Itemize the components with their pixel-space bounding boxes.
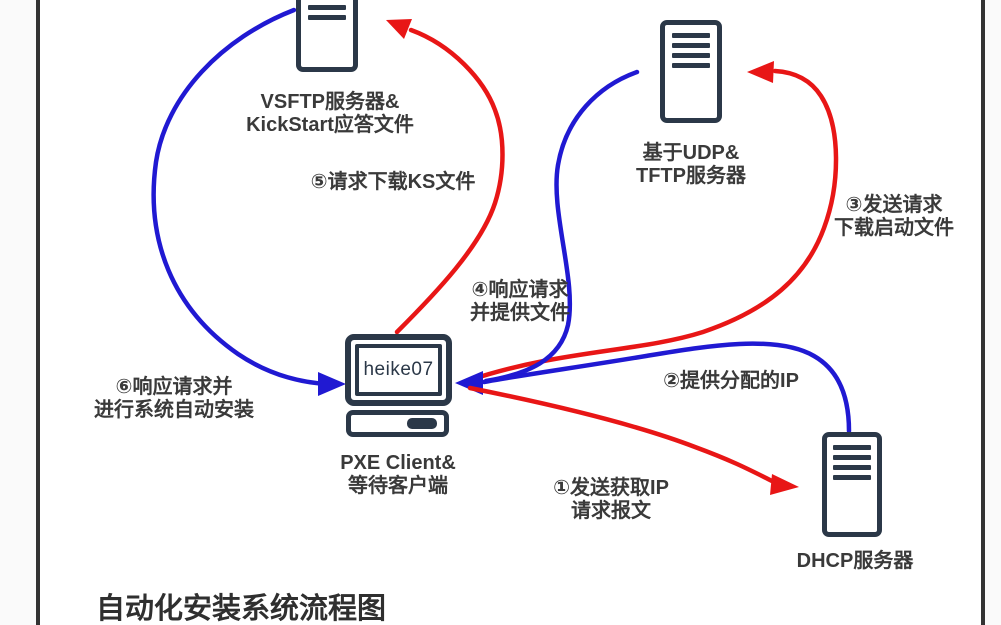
server-bar bbox=[672, 53, 710, 58]
server-bar bbox=[308, 15, 346, 20]
vsftp-server-icon bbox=[296, 0, 358, 72]
tftp-label-line2: TFTP服务器 bbox=[636, 165, 746, 187]
monitor-base-slot bbox=[407, 418, 437, 429]
right-frame-line bbox=[981, 0, 985, 625]
monitor-screen: heike07 bbox=[355, 344, 442, 396]
right-margin-strip bbox=[985, 0, 1001, 625]
step6-label: ⑥响应请求并 进行系统自动安装 bbox=[60, 376, 288, 422]
pxe-client-monitor-base bbox=[346, 410, 449, 437]
arrow-step5-path bbox=[394, 27, 505, 335]
tftp-label-line1: 基于UDP& bbox=[642, 142, 740, 164]
server-bar bbox=[833, 475, 871, 480]
pxe-client-label: PXE Client& 等待客户端 bbox=[298, 452, 498, 498]
vsftp-server-label: VSFTP服务器& KickStart应答文件 bbox=[230, 91, 430, 137]
server-bar bbox=[308, 5, 346, 10]
client-label-line2: 等待客户端 bbox=[348, 475, 448, 497]
vsftp-label-line2: KickStart应答文件 bbox=[246, 114, 414, 136]
arrow-step6-head bbox=[318, 372, 346, 396]
step4-line1: ④响应请求 bbox=[471, 279, 569, 301]
arrow-step3-path bbox=[467, 68, 839, 383]
step1-line2: 请求报文 bbox=[571, 500, 651, 522]
server-bar bbox=[672, 43, 710, 48]
step5-label: ⑤请求下载KS文件 bbox=[283, 171, 503, 194]
step2-label: ②提供分配的IP bbox=[631, 370, 831, 393]
step2-line1: ②提供分配的IP bbox=[663, 370, 799, 392]
server-bar bbox=[672, 63, 710, 68]
arrow-step3-head bbox=[747, 61, 774, 83]
step3-line2: 下载启动文件 bbox=[834, 217, 954, 239]
step4-label: ④响应请求 并提供文件 bbox=[420, 279, 620, 325]
step3-line1: ③发送请求 bbox=[845, 194, 943, 216]
client-label-line1: PXE Client& bbox=[340, 452, 456, 474]
server-bar bbox=[833, 465, 871, 470]
diagram-title: 自动化安装系统流程图 bbox=[96, 593, 387, 625]
pxe-client-monitor-icon: heike07 bbox=[345, 334, 452, 406]
server-bar bbox=[833, 445, 871, 450]
arrow-step1-head bbox=[770, 474, 799, 495]
tftp-server-icon bbox=[660, 20, 722, 123]
left-margin-strip bbox=[0, 0, 36, 625]
arrow-step5-head bbox=[386, 19, 412, 39]
step4-line2: 并提供文件 bbox=[470, 302, 570, 324]
vsftp-label-line1: VSFTP服务器& bbox=[260, 91, 400, 113]
arrow-step1-path bbox=[467, 385, 775, 484]
dhcp-server-icon bbox=[822, 432, 882, 537]
server-bar bbox=[672, 33, 710, 38]
step1-label: ①发送获取IP 请求报文 bbox=[511, 477, 711, 523]
step1-line1: ①发送获取IP bbox=[553, 477, 669, 499]
step3-label: ③发送请求 下载启动文件 bbox=[794, 194, 994, 240]
dhcp-label-line1: DHCP服务器 bbox=[796, 550, 914, 572]
dhcp-server-label: DHCP服务器 bbox=[755, 550, 955, 573]
left-frame-line bbox=[36, 0, 40, 625]
arrow-step6-path bbox=[151, 7, 331, 387]
arrow-step2-path bbox=[481, 341, 852, 434]
step5-line1: ⑤请求下载KS文件 bbox=[310, 171, 476, 193]
step6-line2: 进行系统自动安装 bbox=[94, 399, 254, 421]
arrow-step4-path bbox=[483, 69, 640, 384]
server-bar bbox=[833, 455, 871, 460]
tftp-server-label: 基于UDP& TFTP服务器 bbox=[591, 142, 791, 188]
monitor-screen-text: heike07 bbox=[363, 359, 434, 380]
step6-line1: ⑥响应请求并 bbox=[115, 376, 233, 398]
